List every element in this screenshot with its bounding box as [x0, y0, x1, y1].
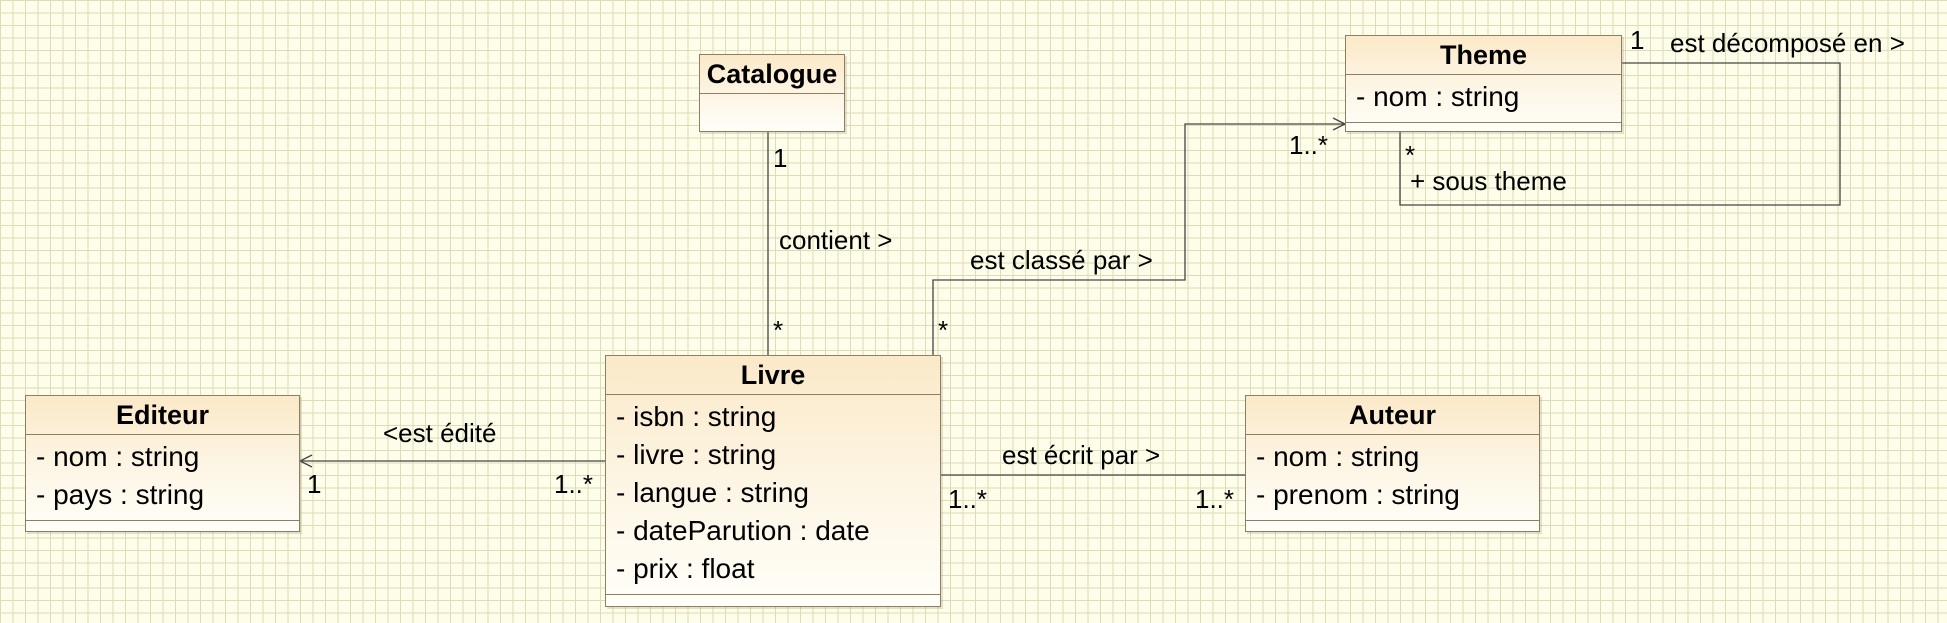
class-auteur[interactable]: Auteur - nom : string - prenom : string — [1245, 395, 1540, 532]
multiplicity-theme-classe: 1..* — [1289, 130, 1329, 160]
classe-line — [932, 123, 1345, 355]
association-label-ecrit: est écrit par > — [1002, 440, 1161, 470]
association-label-contient: contient > — [779, 225, 893, 255]
class-livre[interactable]: Livre - isbn : string - livre : string -… — [605, 355, 941, 607]
class-operations — [606, 595, 940, 605]
class-catalogue[interactable]: Catalogue — [699, 54, 845, 132]
attribute: - langue : string — [616, 477, 809, 508]
attribute: - dateParution : date — [616, 515, 870, 546]
class-editeur[interactable]: Editeur - nom : string - pays : string — [25, 395, 300, 532]
multiplicity-editeur: 1 — [307, 469, 322, 499]
class-operations — [1246, 521, 1539, 531]
class-name: Catalogue — [700, 55, 844, 94]
association-label-classe: est classé par > — [970, 245, 1153, 275]
class-name: Theme — [1346, 36, 1621, 75]
multiplicity-livre-ecrit: 1..* — [948, 484, 988, 514]
attribute: - nom : string — [1256, 441, 1420, 472]
decompose-line — [1399, 62, 1841, 206]
class-operations — [1346, 123, 1621, 133]
multiplicity-theme-parent: 1 — [1630, 25, 1645, 55]
attribute: - livre : string — [616, 439, 777, 470]
attribute: - prenom : string — [1256, 479, 1460, 510]
class-name: Auteur — [1246, 396, 1539, 435]
multiplicity-theme-child: * — [1405, 140, 1416, 170]
role-sous-theme: + sous theme — [1410, 166, 1567, 196]
attribute: - nom : string — [36, 441, 200, 472]
attribute: - isbn : string — [616, 401, 777, 432]
class-attributes: - nom : string - pays : string — [26, 435, 299, 521]
attribute: - prix : float — [616, 553, 755, 584]
class-operations — [26, 521, 299, 531]
class-name: Editeur — [26, 396, 299, 435]
multiplicity-livre-classe: * — [938, 315, 949, 345]
class-attributes — [700, 94, 844, 124]
class-attributes: - nom : string — [1346, 75, 1621, 123]
multiplicity-auteur: 1..* — [1195, 484, 1235, 514]
class-theme[interactable]: Theme - nom : string — [1345, 35, 1622, 132]
multiplicity-livre-edite: 1..* — [554, 469, 594, 499]
attribute: - pays : string — [36, 479, 205, 510]
association-label-decompose: est décomposé en > — [1670, 28, 1905, 58]
class-attributes: - nom : string - prenom : string — [1246, 435, 1539, 521]
multiplicity-livre-contient: * — [773, 315, 784, 345]
multiplicity-catalogue: 1 — [773, 143, 788, 173]
association-label-edite: <est édité — [383, 418, 497, 448]
attribute: - nom : string — [1356, 81, 1520, 112]
class-attributes: - isbn : string - livre : string - langu… — [606, 395, 940, 595]
edite-arrowhead — [298, 454, 313, 468]
class-name: Livre — [606, 356, 940, 395]
